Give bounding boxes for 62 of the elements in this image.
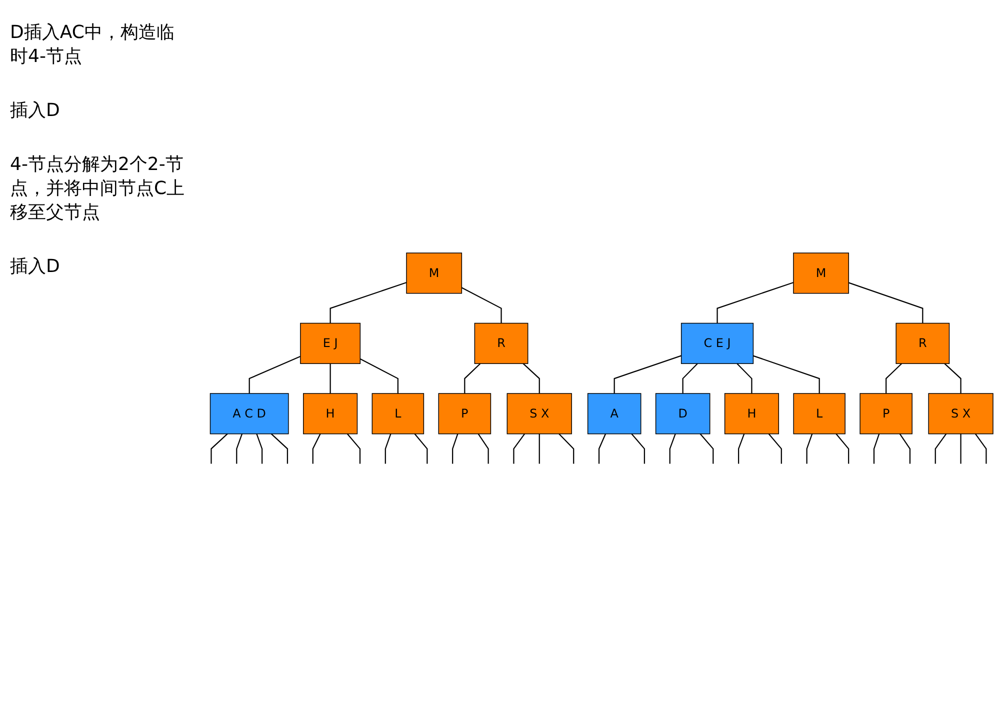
- connector: [753, 355, 820, 394]
- connector: [700, 433, 714, 464]
- connector: [682, 363, 698, 394]
- node-box: M: [406, 252, 462, 294]
- connector: [934, 433, 947, 464]
- connector: [384, 434, 392, 464]
- connector: [461, 287, 502, 324]
- node-box: E J: [300, 322, 361, 364]
- node-box: S X: [928, 393, 994, 434]
- connector: [346, 433, 361, 464]
- connector: [873, 434, 880, 464]
- node-box: P: [860, 393, 912, 434]
- node-box: D: [655, 393, 710, 434]
- connector: [836, 433, 850, 464]
- note-text: 4-节点分解为2个2-节点，并将中间节点C上移至父节点: [10, 153, 186, 224]
- connector: [768, 433, 782, 464]
- connector: [944, 363, 962, 394]
- connector: [236, 434, 243, 464]
- connector: [330, 282, 407, 324]
- connector: [899, 433, 911, 464]
- connector: [452, 434, 458, 464]
- connector: [738, 434, 745, 464]
- node-box: M: [793, 252, 849, 294]
- connector: [360, 358, 398, 394]
- connector: [960, 434, 962, 464]
- node-box: R: [474, 322, 528, 364]
- connector: [248, 356, 301, 394]
- connector: [210, 433, 228, 464]
- connector: [270, 433, 288, 464]
- connector: [558, 433, 574, 464]
- connector: [974, 433, 987, 464]
- note-text: D插入AC中，构造临时4-节点: [10, 21, 176, 68]
- connector: [598, 434, 606, 464]
- node-box: C E J: [680, 322, 754, 364]
- node-box: L: [793, 393, 846, 434]
- connector: [414, 433, 428, 464]
- connector: [522, 363, 540, 394]
- node-box: H: [303, 393, 358, 434]
- connector: [736, 363, 752, 394]
- connector: [716, 282, 794, 324]
- connector: [256, 434, 263, 464]
- connector: [886, 363, 902, 394]
- note-text: 插入D: [10, 99, 61, 122]
- connector: [631, 433, 645, 464]
- node-box: A C D: [210, 393, 289, 434]
- node-box: L: [372, 393, 424, 434]
- connector: [848, 282, 924, 324]
- connector: [464, 363, 481, 394]
- connector: [478, 433, 489, 464]
- connector: [669, 434, 676, 464]
- node-box: P: [438, 393, 492, 434]
- connector: [312, 434, 321, 464]
- node-box: H: [724, 393, 779, 434]
- node-box: R: [896, 322, 950, 364]
- connector: [538, 434, 540, 464]
- connector: [330, 364, 331, 394]
- connector: [806, 434, 813, 464]
- note-text: 插入D: [10, 255, 61, 278]
- node-box: A: [587, 393, 642, 434]
- connector: [614, 355, 682, 394]
- node-box: S X: [506, 393, 572, 434]
- connector: [513, 433, 526, 464]
